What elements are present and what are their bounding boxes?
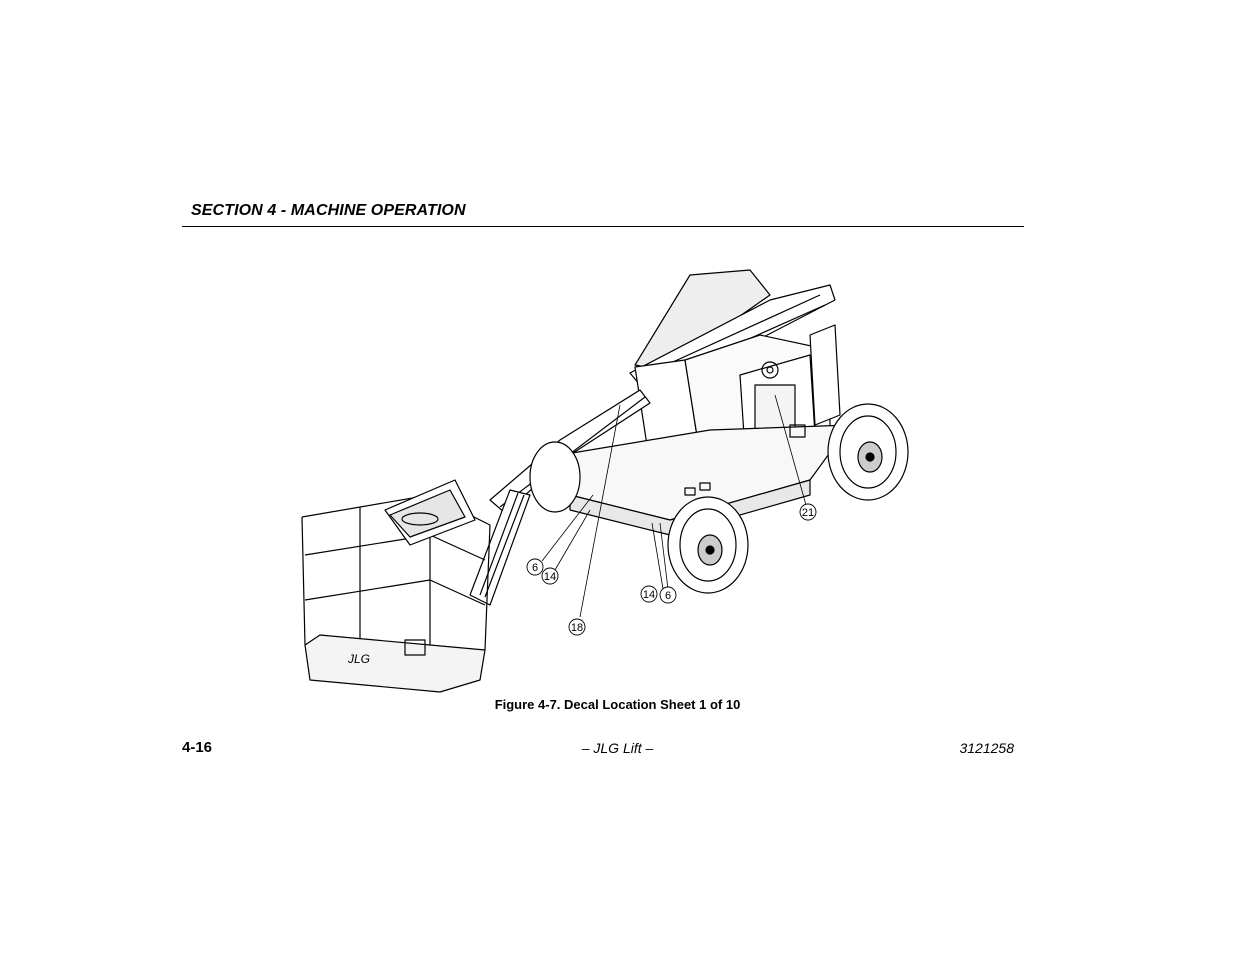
- callout-label: 14: [643, 589, 655, 601]
- page-number: 4-16: [182, 739, 213, 756]
- leader-lines: [541, 394, 807, 618]
- callout-circles: [526, 503, 817, 636]
- rear-wheel-right: [827, 403, 909, 501]
- rear-wheel-left: [529, 441, 581, 513]
- figure-caption: Figure 4-7. Decal Location Sheet 1 of 10: [494, 697, 741, 712]
- footer-center-text: – JLG Lift –: [581, 740, 654, 756]
- header-rule: [182, 226, 1024, 227]
- svg-text:JLG: JLG: [347, 652, 370, 666]
- decal-location-figure: JLG: [301, 269, 909, 693]
- section-title: SECTION 4 - MACHINE OPERATION: [191, 202, 466, 219]
- callout-label: 6: [532, 562, 538, 574]
- callout-label: 21: [802, 507, 814, 519]
- platform-basket: JLG: [301, 479, 491, 693]
- callout-label: 6: [665, 590, 671, 602]
- front-wheel-right: [667, 496, 749, 594]
- callout-label: 14: [544, 571, 556, 583]
- callout-label: 18: [571, 622, 583, 634]
- document-number: 3121258: [959, 740, 1014, 756]
- chassis: [559, 424, 851, 536]
